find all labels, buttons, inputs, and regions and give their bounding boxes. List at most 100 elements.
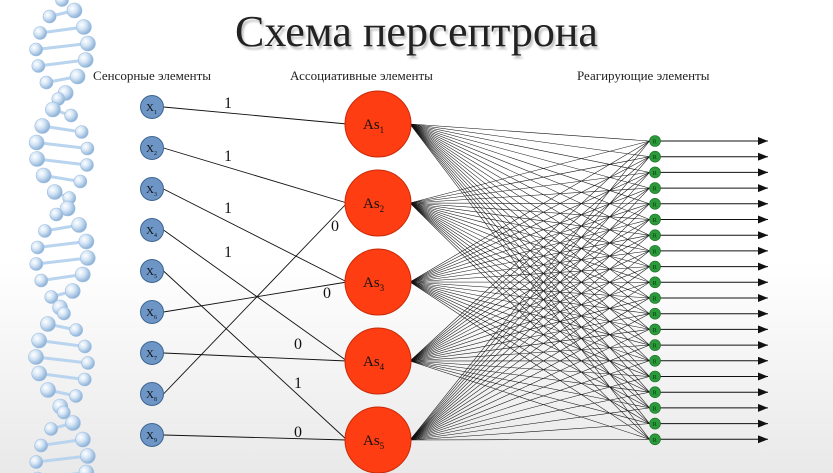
reacting-node — [649, 402, 661, 414]
sensory-node — [140, 382, 164, 406]
dna-bead — [46, 184, 63, 200]
dna-bead — [73, 174, 88, 189]
dna-bead — [31, 59, 46, 73]
dna-bead — [59, 200, 76, 217]
associative-node — [344, 248, 412, 316]
dna-bead — [65, 415, 81, 431]
reacting-node-label: R — [653, 186, 658, 193]
dna-bead — [44, 290, 59, 304]
reacting-node-label: R — [653, 233, 658, 240]
reacting-node — [649, 307, 661, 320]
dna-bead — [78, 339, 92, 354]
reacting-node — [649, 135, 661, 147]
associative-reacting-connection — [409, 172, 650, 441]
associative-column-header: Ассоциативные элементы — [290, 68, 433, 83]
dna-bead — [69, 68, 86, 85]
reacting-node-label: R — [653, 421, 658, 428]
dna-bead — [80, 158, 94, 172]
associative-reacting-connection — [409, 266, 650, 441]
dna-bead — [78, 233, 95, 250]
dna-bead — [35, 167, 52, 184]
associative-reacting-connection — [409, 376, 650, 441]
associative-reacting-connection — [409, 203, 650, 441]
sensory-node-label: X7 — [146, 348, 157, 362]
associative-reacting-connection — [409, 140, 650, 204]
dna-bead — [64, 283, 81, 299]
connection-weight-label: 0 — [323, 285, 331, 302]
reacting-node — [649, 386, 661, 399]
dna-bead — [29, 151, 45, 167]
dna-bead — [44, 422, 58, 436]
associative-node — [344, 327, 412, 395]
associative-reacting-connection — [409, 187, 650, 362]
sensory-node — [140, 423, 164, 447]
sensory-node — [140, 95, 164, 119]
associative-reacting-connection — [409, 123, 650, 157]
dna-bead — [57, 306, 71, 321]
dna-helix-decoration — [28, 0, 96, 473]
sensory-node-label: X3 — [146, 184, 157, 198]
dna-bead — [34, 118, 51, 134]
associative-reacting-connection — [409, 329, 650, 441]
associative-reacting-connection — [409, 423, 650, 441]
dna-bead — [74, 125, 89, 139]
dna-bead — [78, 464, 95, 473]
associative-reacting-connection — [409, 250, 650, 441]
sensory-associative-connection — [163, 202, 348, 395]
dna-bead — [76, 19, 92, 35]
sensory-associative-connection — [163, 106, 348, 125]
dna-bead — [40, 316, 56, 332]
reacting-node-label: R — [653, 311, 658, 318]
connection-weight-label: 1 — [224, 148, 232, 165]
dna-bead — [34, 438, 48, 453]
associative-reacting-connection — [409, 140, 650, 441]
sensory-node — [140, 341, 164, 365]
dna-rung — [36, 240, 88, 249]
associative-reacting-connection — [409, 187, 650, 441]
associative-node — [344, 406, 412, 473]
sensory-node-label: X8 — [146, 389, 157, 403]
dna-rung — [36, 58, 88, 68]
associative-reacting-connection — [409, 156, 650, 441]
reacting-node-label: R — [653, 390, 658, 397]
reacting-node — [649, 260, 661, 273]
network-nodes: 111100010X1X2X3X4X5X6X7X8X9As1As2As3As4A… — [140, 90, 661, 473]
dna-bead — [49, 207, 64, 222]
associative-reacting-connection — [409, 123, 650, 189]
dna-bead — [77, 52, 94, 68]
associative-reacting-connection — [409, 187, 650, 283]
dna-bead — [29, 42, 43, 57]
connection-weight-label: 1 — [224, 95, 232, 112]
connection-weight-label: 1 — [294, 375, 302, 392]
associative-reacting-connection — [409, 282, 650, 441]
dna-bead — [74, 266, 91, 283]
sensory-node — [140, 218, 164, 242]
reacting-node — [649, 229, 661, 241]
slide-title: Схема персептрона — [235, 7, 598, 56]
reacting-column-header: Реагирующие элементы — [577, 68, 710, 83]
dna-rung — [35, 157, 89, 167]
dna-bead — [42, 9, 57, 24]
reacting-node — [649, 292, 661, 304]
dna-bead — [31, 332, 47, 349]
reacting-node — [649, 276, 661, 289]
reacting-node-label: R — [653, 217, 658, 224]
reacting-node-label: R — [653, 139, 658, 146]
dna-bead — [80, 35, 96, 52]
dna-rung — [34, 355, 90, 365]
associative-node-label: As5 — [363, 433, 385, 451]
connection-weight-label: 0 — [294, 336, 302, 353]
sensory-node — [140, 300, 164, 324]
reacting-node — [649, 245, 661, 257]
sensory-associative-connection — [163, 229, 348, 362]
reacting-node-label: R — [653, 264, 658, 271]
reacting-node — [649, 433, 661, 446]
sensory-node — [140, 136, 164, 160]
dna-bead — [66, 2, 83, 19]
reacting-node — [649, 354, 661, 367]
sensory-associative-connection — [163, 434, 348, 441]
associative-reacting-connection — [409, 391, 650, 441]
reacting-node-label: R — [653, 201, 658, 208]
dna-bead — [29, 257, 44, 271]
